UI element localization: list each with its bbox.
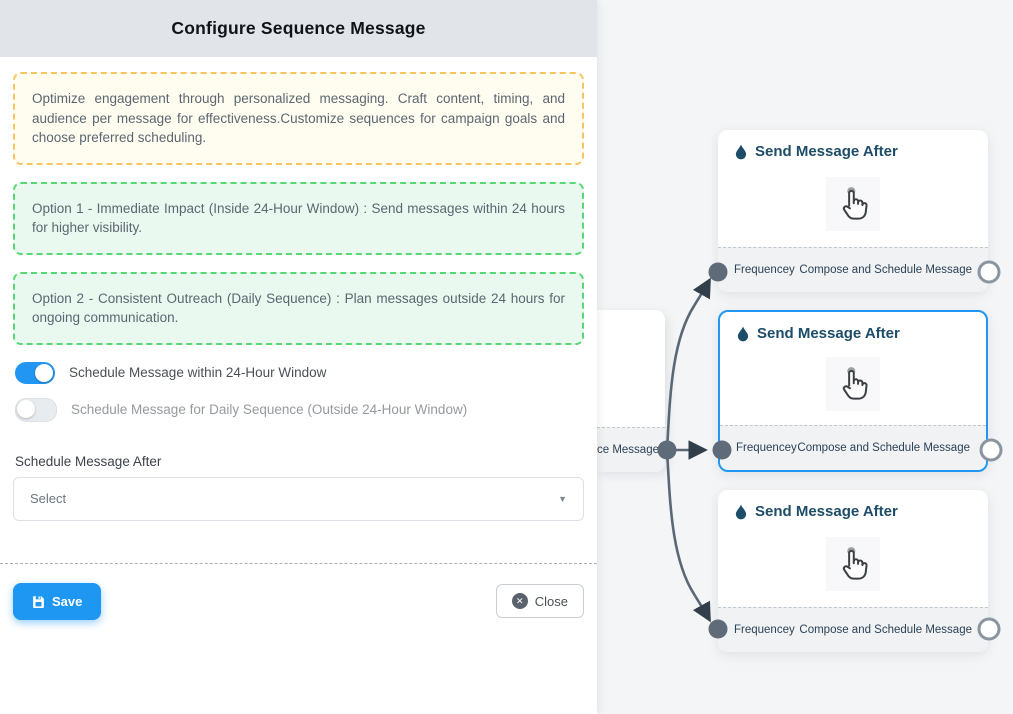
- toggle-within-24h[interactable]: [15, 361, 55, 384]
- partial-node-footer: ce Message: [597, 427, 665, 472]
- node-title-row: Send Message After: [720, 312, 986, 342]
- option-1-info-box: Option 1 - Immediate Impact (Inside 24-H…: [13, 181, 584, 255]
- node-title-row: Send Message After: [718, 490, 988, 520]
- partial-node-label: ce Message: [597, 444, 659, 456]
- node-footer-left-label[interactable]: Frequencey: [734, 624, 795, 636]
- partial-node-body: [597, 310, 665, 427]
- node-footer-right-label[interactable]: Compose and Schedule Message: [799, 624, 972, 636]
- node-title: Send Message After: [755, 503, 898, 520]
- save-button[interactable]: Save: [13, 582, 102, 620]
- tap-cursor-icon[interactable]: [826, 536, 880, 591]
- node-footer-right-label[interactable]: Compose and Schedule Message: [799, 264, 972, 276]
- node-footer: Frequencey Compose and Schedule Message: [720, 425, 986, 470]
- configure-sequence-panel: Configure Sequence Message Optimize enga…: [0, 0, 597, 620]
- node-title: Send Message After: [757, 325, 900, 342]
- close-button-label: Close: [534, 593, 568, 609]
- node-body: [718, 520, 988, 607]
- toggle-daily-sequence[interactable]: [15, 397, 57, 422]
- node-footer: Frequencey Compose and Schedule Message: [718, 607, 988, 652]
- node-footer-left-label[interactable]: Frequencey: [734, 264, 795, 276]
- close-icon: ✕: [511, 593, 528, 610]
- option-2-info-box: Option 2 - Consistent Outreach (Daily Se…: [13, 271, 584, 345]
- droplet-icon: [735, 504, 747, 519]
- intro-info-box: Optimize engagement through personalized…: [13, 72, 584, 165]
- node-footer: Frequencey Compose and Schedule Message: [718, 247, 988, 292]
- node-body: [720, 342, 986, 425]
- flow-node-send-message-3[interactable]: Send Message After Frequencey Compose an…: [718, 490, 988, 652]
- node-title: Send Message After: [755, 143, 898, 160]
- flow-node-send-message-1[interactable]: Send Message After Frequencey Compose an…: [718, 130, 988, 292]
- save-icon: [33, 596, 44, 608]
- toggle-knob: [35, 363, 53, 382]
- node-body: [718, 160, 988, 247]
- flow-node-partial[interactable]: ce Message: [597, 310, 665, 472]
- toggle-within-24h-label: Schedule Message within 24-Hour Window: [69, 365, 327, 381]
- schedule-after-label: Schedule Message After: [15, 453, 162, 469]
- tap-cursor-icon[interactable]: [826, 356, 880, 411]
- droplet-icon: [735, 144, 747, 159]
- droplet-icon: [737, 326, 749, 341]
- select-value: Select: [30, 491, 67, 507]
- close-button[interactable]: ✕ Close: [495, 584, 584, 619]
- node-title-row: Send Message After: [718, 130, 988, 160]
- node-footer-right-label[interactable]: Compose and Schedule Message: [797, 442, 970, 454]
- toggle-daily-sequence-label: Schedule Message for Daily Sequence (Out…: [71, 402, 468, 418]
- panel-title: Configure Sequence Message: [0, 0, 597, 57]
- chevron-down-icon: ▼: [558, 493, 567, 504]
- tap-cursor-icon[interactable]: [826, 176, 880, 231]
- node-footer-left-label[interactable]: Frequencey: [736, 442, 797, 454]
- save-button-label: Save: [52, 593, 83, 609]
- schedule-after-select[interactable]: Select ▼: [13, 476, 584, 521]
- flow-node-send-message-2[interactable]: Send Message After Frequencey Compose an…: [718, 310, 988, 472]
- toggle-knob: [17, 399, 35, 418]
- footer-divider: [0, 562, 597, 564]
